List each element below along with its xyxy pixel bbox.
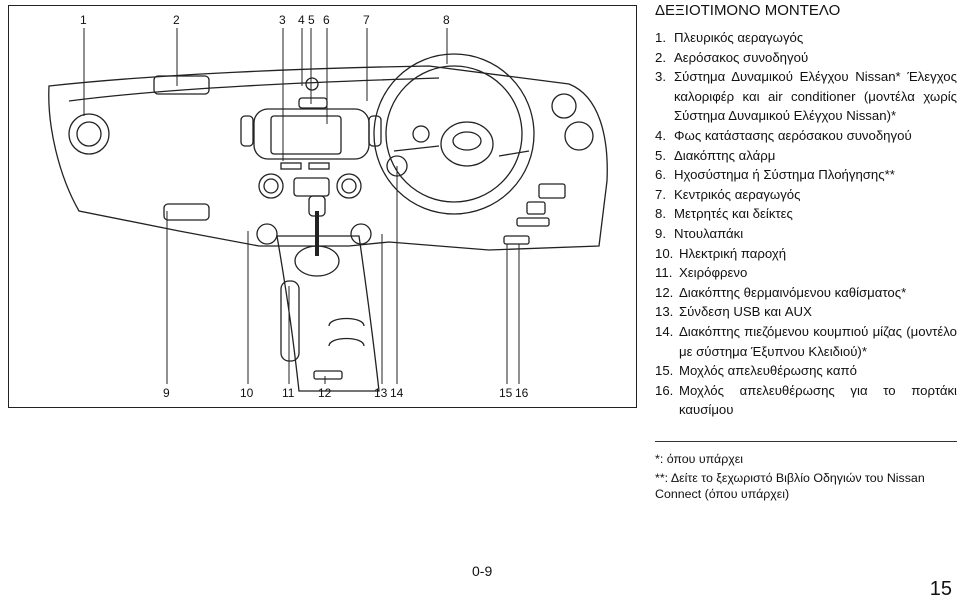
item-number: 9. (655, 225, 666, 241)
callout-7: 7 (363, 13, 370, 27)
item-number: 16. (655, 382, 674, 398)
section-page-label: 0-9 (472, 563, 493, 579)
page-number: 15 (929, 578, 952, 600)
item-number: 7. (655, 186, 666, 202)
list-item: 7. Κεντρικός αεραγωγός (655, 185, 957, 205)
item-text: Διακόπτης αλάρμ (674, 147, 776, 163)
callout-5: 5 (308, 13, 315, 27)
list-item: 2. Αερόσακος συνοδηγού (655, 48, 957, 68)
item-number: 15. (655, 363, 674, 379)
item-number: 8. (655, 206, 666, 222)
callout-4: 4 (298, 13, 305, 27)
list-item: 11. Χειρόφρενο (655, 263, 957, 283)
list-item: 12. Διακόπτης θερμαινόμενου καθίσματος* (655, 283, 957, 303)
list-item: 16. Μοχλός απελευθέρωσης για το πορτάκι κ… (655, 381, 957, 420)
item-number: 2. (655, 49, 666, 65)
steering-wheel (373, 53, 535, 215)
audio-screen (270, 115, 342, 155)
dashboard-outline (48, 65, 608, 251)
panel-title: ΔΕΞΙΟΤΙΜΟΝΟ ΜΟΝΤΕΛΟ (655, 2, 841, 19)
item-text: Μοχλός απελευθέρωσης καπό (679, 363, 857, 379)
callout-1: 1 (80, 13, 87, 27)
list-item: 6. Ηχοσύστημα ή Σύστημα Πλοήγησης** (655, 165, 957, 185)
item-text: Ηλεκτρική παροχή (679, 245, 787, 261)
item-text: Κεντρικός αεραγωγός (674, 186, 801, 202)
callout-14: 14 (390, 386, 404, 400)
item-number: 1. (655, 30, 666, 45)
item-number: 11. (655, 265, 673, 281)
list-item: 15. Μοχλός απελευθέρωσης καπό (655, 361, 957, 381)
top-leader-lines (83, 28, 448, 161)
list-item: 4. Φως κατάστασης αερόσακου συνοδηγού (655, 126, 957, 146)
item-text: Χειρόφρενο (679, 265, 748, 281)
item-number: 5. (655, 147, 666, 163)
item-text: Αερόσακος συνοδηγού (674, 49, 809, 65)
callout-12: 12 (318, 386, 332, 400)
footnote-nissan-connect: **: Δείτε το ξεχωριστό Βιβλίο Οδηγιών το… (655, 471, 925, 501)
list-item: 10. Ηλεκτρική παροχή (655, 244, 957, 264)
callout-2: 2 (173, 13, 180, 27)
item-text: Πλευρικός αεραγωγός (674, 30, 804, 45)
dashboard-illustration-frame: 1 2 3 4 5 6 7 8 9 10 11 12 13 14 15 16 (8, 5, 637, 408)
item-text: Σύστημα Δυναμικού Ελέγχου Nissan* Έλεγχο… (674, 69, 957, 124)
footnote-divider (655, 441, 957, 442)
item-text: Διακόπτης πιεζόμενου κουμπιού μίζας (μον… (679, 323, 957, 359)
callout-15: 15 (499, 386, 513, 400)
dashboard-diagram (48, 28, 608, 392)
item-text: Διακόπτης θερμαινόμενου καθίσματος* (679, 284, 907, 300)
item-text: Μετρητές και δείκτες (674, 206, 793, 222)
callout-10: 10 (240, 386, 254, 400)
item-text: Φως κατάστασης αερόσακου συνοδηγού (674, 127, 912, 143)
list-item: 1. Πλευρικός αεραγωγός (655, 28, 957, 48)
item-number: 12. (655, 284, 674, 300)
list-item: 5. Διακόπτης αλάρμ (655, 146, 957, 166)
footnote-optional: *: όπου υπάρχει (655, 452, 744, 466)
item-text: Μοχλός απελευθέρωσης για το πορτάκι καυσ… (679, 382, 957, 418)
list-item: 14. Διακόπτης πιεζόμενου κουμπιού μίζας (… (655, 322, 957, 361)
handbrake (280, 280, 300, 362)
list-item: 9. Ντουλαπάκι (655, 224, 957, 244)
item-text: Ηχοσύστημα ή Σύστημα Πλοήγησης** (674, 167, 895, 183)
callout-13: 13 (374, 386, 388, 400)
callout-16: 16 (515, 386, 529, 400)
glovebox (163, 203, 210, 221)
callout-3: 3 (279, 13, 286, 27)
passenger-airbag (153, 75, 210, 95)
callout-6: 6 (323, 13, 330, 27)
center-console (276, 235, 380, 392)
item-number: 13. (655, 304, 674, 320)
item-text: Ντουλαπάκι (674, 225, 744, 241)
side-vent (68, 113, 110, 155)
list-item: 8. Μετρητές και δείκτες (655, 204, 957, 224)
callout-8: 8 (443, 13, 450, 27)
item-text: Σύνδεση USB και AUX (679, 304, 812, 320)
callout-11: 11 (282, 386, 295, 400)
list-item: 13. Σύνδεση USB και AUX (655, 302, 957, 322)
item-number: 6. (655, 167, 666, 183)
item-number: 10. (655, 245, 674, 261)
item-number: 14. (655, 323, 674, 339)
item-number: 3. (655, 69, 666, 85)
bottom-leader-lines (166, 166, 520, 384)
item-number: 4. (655, 127, 666, 143)
callout-9: 9 (163, 386, 170, 400)
list-item: 3. Σύστημα Δυναμικού Ελέγχου Nissan* Έλεγ… (655, 67, 957, 126)
parts-list: 1. Πλευρικός αεραγωγός 2. Αερόσακος συνοδη… (655, 28, 957, 420)
